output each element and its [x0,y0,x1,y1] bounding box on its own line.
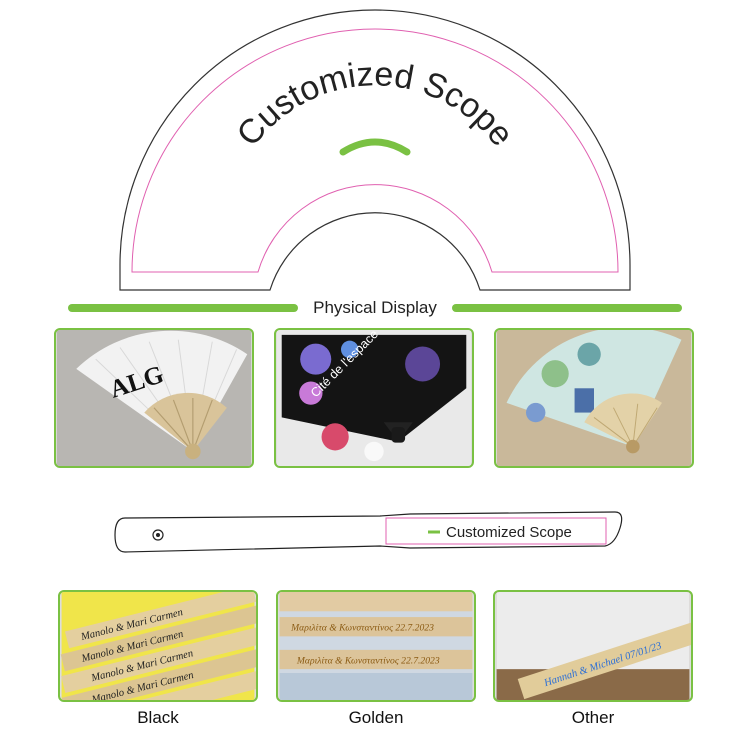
engraving-text: Μαριλίτα & Κωνσταντίνος 22.7.2023 [290,623,434,634]
caption-golden: Golden [348,708,404,727]
divider-right [452,304,682,312]
photo-white-fan: ALG [54,328,254,468]
green-accent-arc [339,138,411,156]
photo-black-engraving: Manolo & Mari Carmen Manolo & Mari Carme… [58,590,258,702]
physical-display-heading: Physical Display [0,298,750,318]
photo-golden-engraving: Μαριλίτα & Κωνσταντίνος 22.7.2023 Μαριλί… [276,590,476,702]
caption-black: Black [137,708,179,727]
stick-scope-label: Customized Scope [446,524,572,541]
photo-other-engraving: Hannah & Michael 07/01/23 [493,590,693,702]
caption-other: Other [571,708,615,727]
fan-scope-diagram: Customized Scope [119,9,631,291]
photo-scenic-fan [494,328,694,468]
divider-left [68,304,298,312]
engraving-text: Μαριλίτα & Κωνσταντίνος 22.7.2023 [296,655,440,666]
fan-stick-diagram [114,511,623,553]
photo-black-space-fan: Cité de l'espace [274,328,474,468]
